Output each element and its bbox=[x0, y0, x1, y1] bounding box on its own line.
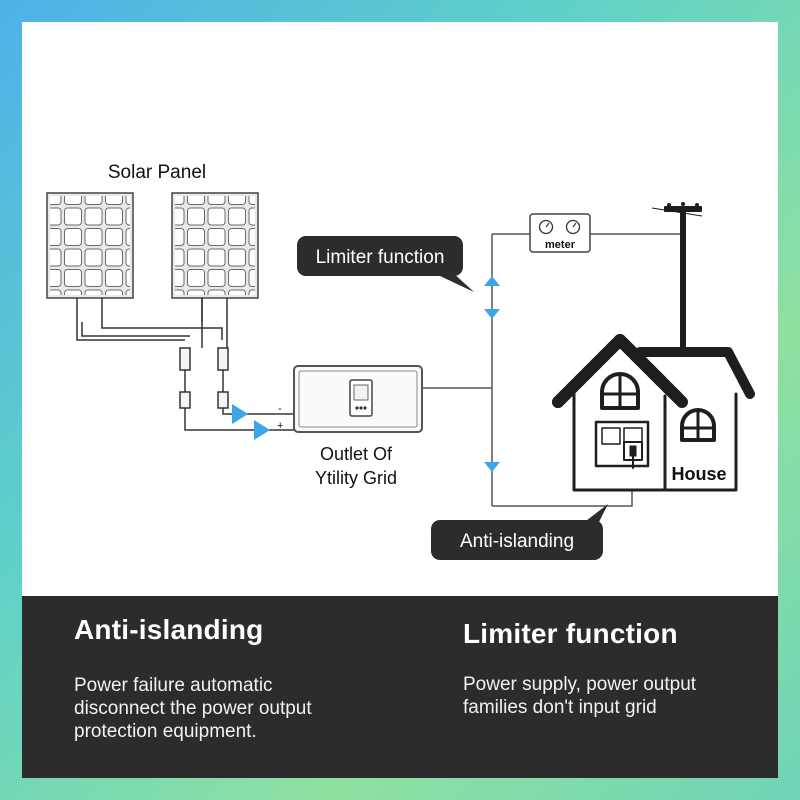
anti-islanding-desc-line3: protection equipment. bbox=[74, 721, 257, 742]
minus-sign: - bbox=[278, 403, 282, 415]
limiter-description: Power supply, power output families don'… bbox=[463, 673, 763, 719]
anti-islanding-callout-label: Anti-islanding bbox=[460, 531, 574, 552]
limiter-feature: Limiter function Power supply, power out… bbox=[463, 614, 763, 719]
panel-wiring bbox=[76, 298, 294, 431]
limiter-callout bbox=[297, 236, 474, 292]
anti-islanding-feature: Anti-islanding Power failure automatic d… bbox=[74, 614, 404, 743]
flow-arrow-1-icon bbox=[232, 404, 248, 424]
anti-islanding-description: Power failure automatic disconnect the p… bbox=[74, 674, 404, 743]
anti-islanding-callout bbox=[431, 504, 608, 560]
product-info-card: Solar Panel bbox=[22, 22, 778, 778]
anti-islanding-desc-line2: disconnect the power output bbox=[74, 698, 312, 719]
limiter-callout-label: Limiter function bbox=[316, 247, 445, 268]
solar-panel-left-icon bbox=[46, 192, 134, 322]
limiter-desc-line2: families don't input grid bbox=[463, 697, 657, 718]
house-icon bbox=[552, 334, 755, 492]
grid-tie-diagram: Solar Panel bbox=[46, 162, 755, 560]
solar-panel-label: Solar Panel bbox=[108, 162, 206, 183]
limiter-arrow-down-icon bbox=[484, 309, 500, 319]
feature-description-panel: Anti-islanding Power failure automatic d… bbox=[22, 596, 778, 778]
inverter-icon bbox=[293, 365, 423, 433]
meter-icon bbox=[529, 213, 591, 253]
utility-pole-icon bbox=[651, 202, 703, 356]
plus-sign: + bbox=[277, 420, 283, 432]
anti-islanding-arrow-icon bbox=[484, 462, 500, 472]
limiter-desc-line1: Power supply, power output bbox=[463, 674, 697, 695]
inverter-caption-line1: Outlet Of bbox=[320, 444, 393, 464]
anti-islanding-title: Anti-islanding bbox=[74, 614, 264, 645]
house-label: House bbox=[671, 464, 726, 484]
flow-arrow-2-icon bbox=[254, 420, 270, 440]
limiter-title: Limiter function bbox=[463, 618, 678, 649]
anti-islanding-desc-line1: Power failure automatic bbox=[74, 675, 273, 696]
inverter-caption-line2: Ytility Grid bbox=[315, 468, 397, 488]
meter-label: meter bbox=[545, 239, 576, 251]
limiter-arrow-up-icon bbox=[484, 276, 500, 286]
solar-panel-right-icon bbox=[171, 192, 259, 322]
